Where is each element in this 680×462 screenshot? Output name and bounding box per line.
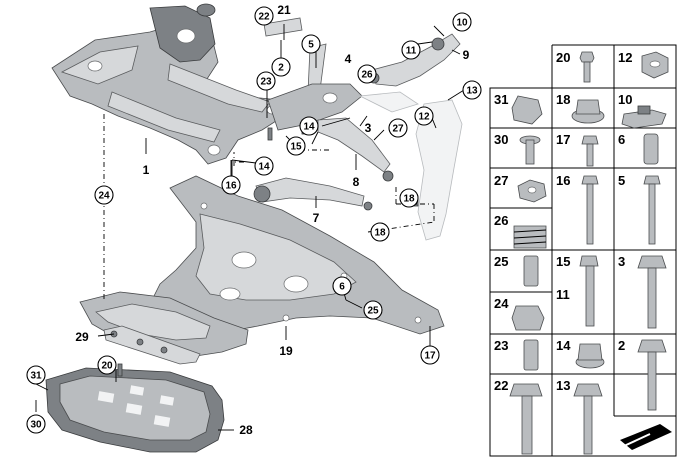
front-axle-carrier bbox=[51, 3, 291, 165]
svg-text:15: 15 bbox=[290, 142, 302, 153]
cell-number: 18 bbox=[556, 92, 570, 107]
thrust-panel bbox=[149, 175, 445, 335]
svg-text:6: 6 bbox=[339, 282, 345, 293]
callout-24: 24 bbox=[94, 185, 114, 205]
svg-text:11: 11 bbox=[406, 46, 417, 57]
label-8: 8 bbox=[353, 175, 360, 189]
svg-text:18: 18 bbox=[403, 194, 415, 205]
callout-25: 25 bbox=[363, 300, 383, 320]
label-29: 29 bbox=[75, 330, 89, 344]
callout-6: 6 bbox=[332, 276, 352, 296]
wishbone-right bbox=[317, 117, 394, 182]
cell-number: 14 bbox=[556, 338, 571, 353]
label-9: 9 bbox=[463, 48, 470, 62]
callout-31: 31 bbox=[26, 365, 46, 385]
mounting-strip bbox=[103, 325, 201, 365]
svg-text:14: 14 bbox=[303, 122, 315, 133]
support-bracket bbox=[263, 17, 327, 93]
callout-16: 16 bbox=[221, 175, 241, 195]
cell-number: 30 bbox=[494, 132, 508, 147]
callout-14-b: 14 bbox=[254, 156, 274, 176]
assembly-illustration: 22 21 2 23 5 4 10 11 9 26 13 12 14 3 15 … bbox=[26, 3, 482, 453]
svg-text:2: 2 bbox=[278, 63, 284, 74]
grid-part-drawings bbox=[509, 51, 669, 455]
callout-18-a: 18 bbox=[399, 188, 419, 208]
svg-text:5: 5 bbox=[308, 40, 314, 51]
svg-text:26: 26 bbox=[361, 70, 373, 81]
cell-number: 5 bbox=[618, 173, 625, 188]
engine-compartment-shield bbox=[45, 367, 225, 453]
callout-11: 11 bbox=[401, 40, 421, 60]
cell-number: 12 bbox=[618, 50, 632, 65]
svg-text:24: 24 bbox=[98, 191, 110, 202]
cell-number: 13 bbox=[556, 378, 570, 393]
tension-strut-bracket bbox=[267, 83, 363, 131]
callout-30: 30 bbox=[26, 414, 46, 434]
cell-number: 16 bbox=[556, 173, 570, 188]
cell-number: 11 bbox=[556, 287, 570, 302]
cell-number: 6 bbox=[618, 132, 625, 147]
svg-text:10: 10 bbox=[456, 18, 468, 29]
svg-text:23: 23 bbox=[260, 77, 272, 88]
label-28: 28 bbox=[239, 423, 253, 437]
svg-text:20: 20 bbox=[101, 361, 113, 372]
svg-text:17: 17 bbox=[424, 351, 436, 362]
svg-text:16: 16 bbox=[225, 181, 237, 192]
arrow-badge-icon bbox=[616, 418, 674, 454]
cell-number: 26 bbox=[494, 213, 508, 228]
cell-number: 31 bbox=[494, 92, 508, 107]
label-21: 21 bbox=[277, 3, 291, 17]
callout-5: 5 bbox=[301, 34, 321, 54]
callout-15: 15 bbox=[286, 136, 306, 156]
callout-20: 20 bbox=[97, 355, 117, 375]
cell-number: 24 bbox=[494, 296, 509, 311]
svg-text:31: 31 bbox=[30, 371, 42, 382]
callouts: 22 21 2 23 5 4 10 11 9 26 13 12 14 3 15 … bbox=[26, 3, 482, 437]
svg-text:12: 12 bbox=[418, 112, 430, 123]
callout-17: 17 bbox=[420, 345, 440, 365]
svg-text:18: 18 bbox=[374, 228, 386, 239]
callout-14-a: 14 bbox=[299, 116, 319, 136]
label-7: 7 bbox=[313, 211, 320, 225]
svg-text:13: 13 bbox=[466, 86, 478, 97]
callout-2: 2 bbox=[271, 57, 291, 77]
svg-text:25: 25 bbox=[367, 306, 379, 317]
label-19: 19 bbox=[279, 344, 293, 358]
callout-27: 27 bbox=[388, 118, 408, 138]
cell-number: 3 bbox=[618, 254, 625, 269]
cell-number: 2 bbox=[618, 338, 625, 353]
callout-23: 23 bbox=[256, 71, 276, 91]
cell-number: 15 bbox=[556, 254, 570, 269]
label-1: 1 bbox=[143, 163, 150, 177]
wishbone-left bbox=[253, 177, 373, 211]
svg-text:22: 22 bbox=[258, 12, 270, 23]
callout-12: 12 bbox=[414, 106, 434, 126]
callout-22: 22 bbox=[254, 6, 274, 26]
callout-10: 10 bbox=[452, 12, 472, 32]
label-3: 3 bbox=[365, 121, 372, 135]
cell-number: 10 bbox=[618, 92, 632, 107]
svg-text:14: 14 bbox=[258, 162, 270, 173]
callout-18-b: 18 bbox=[370, 222, 390, 242]
cell-number: 23 bbox=[494, 338, 508, 353]
label-4: 4 bbox=[345, 52, 352, 66]
cell-number: 20 bbox=[556, 50, 570, 65]
swivel-bearing bbox=[358, 91, 463, 241]
cell-number: 25 bbox=[494, 254, 508, 269]
callout-13: 13 bbox=[462, 80, 482, 100]
cell-number: 22 bbox=[494, 378, 508, 393]
svg-text:27: 27 bbox=[392, 124, 404, 135]
callout-26: 26 bbox=[357, 64, 377, 84]
parts-grid: 20 12 31 18 10 30 17 6 27 16 5 26 25 15 … bbox=[489, 44, 677, 457]
cell-number: 17 bbox=[556, 132, 570, 147]
svg-text:30: 30 bbox=[30, 420, 42, 431]
cell-number: 27 bbox=[494, 173, 508, 188]
